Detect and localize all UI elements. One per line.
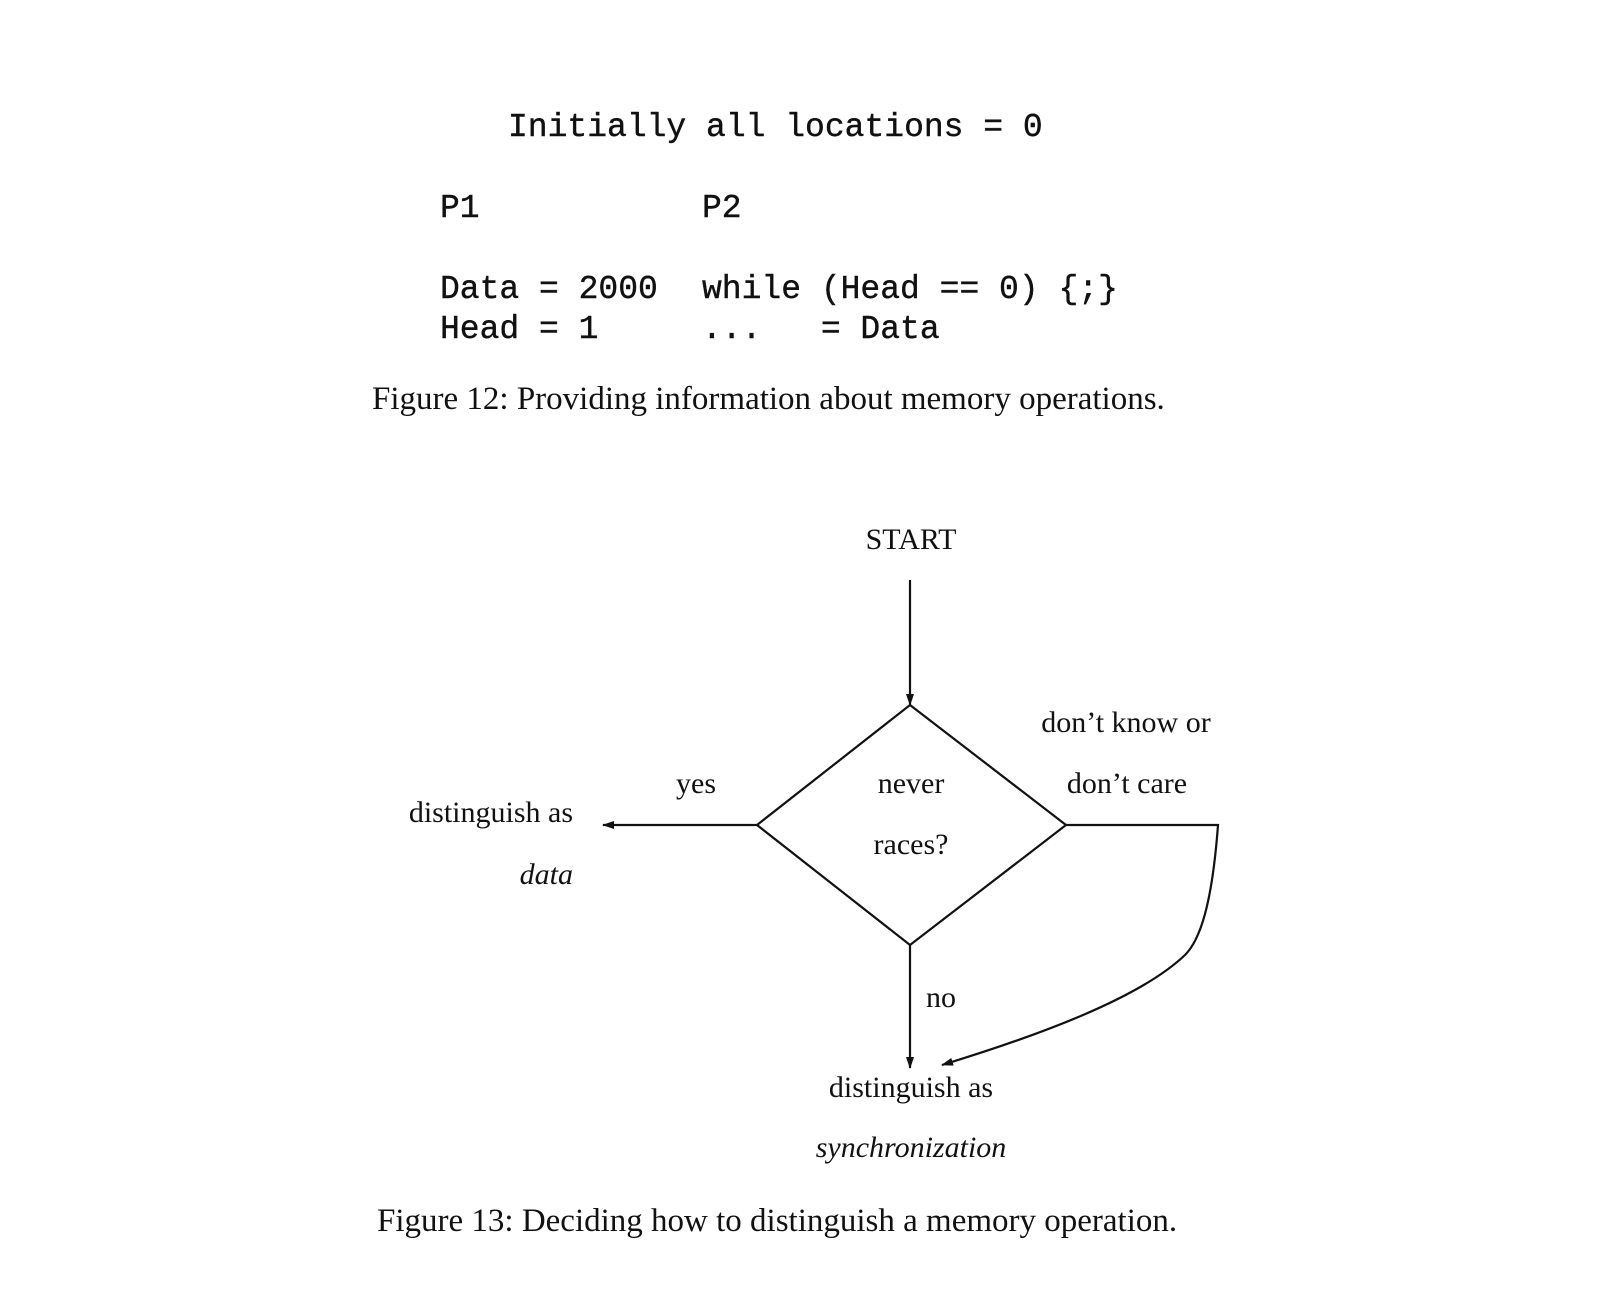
decision-diamond (755, 703, 1068, 947)
data-outcome-line2: data (519, 858, 573, 891)
fig12-p2-line2: ... = Data (702, 311, 940, 348)
fig12-p1-line1: Data = 2000 (440, 271, 658, 308)
yes-label: yes (676, 767, 716, 800)
dont-know-label-line1: don’t know or (1041, 706, 1211, 739)
fig12-p1-line2: Head = 1 (440, 311, 599, 348)
fig12-caption: Figure 12: Providing information about m… (372, 381, 1165, 417)
data-outcome-line1: distinguish as (408, 796, 573, 829)
dont-care-arrow (941, 823, 1220, 1067)
fig12-p1-header: P1 (440, 190, 480, 227)
decision-text-line1: never (877, 767, 945, 800)
fig12-p2-line1: while (Head == 0) {;} (702, 271, 1118, 308)
fig12-init-line: Initially all locations = 0 (508, 109, 1043, 146)
start-label: START (865, 523, 957, 556)
fig12-p2-header: P2 (702, 190, 742, 227)
fig13-caption: Figure 13: Deciding how to distinguish a… (377, 1203, 1178, 1239)
sync-outcome-line1: distinguish as (828, 1071, 994, 1104)
decision-text-line2: races? (873, 828, 949, 861)
sync-outcome-line2: synchronization (815, 1131, 1007, 1164)
dont-know-label-line2: don’t care (1066, 767, 1188, 800)
no-label: no (926, 981, 956, 1014)
